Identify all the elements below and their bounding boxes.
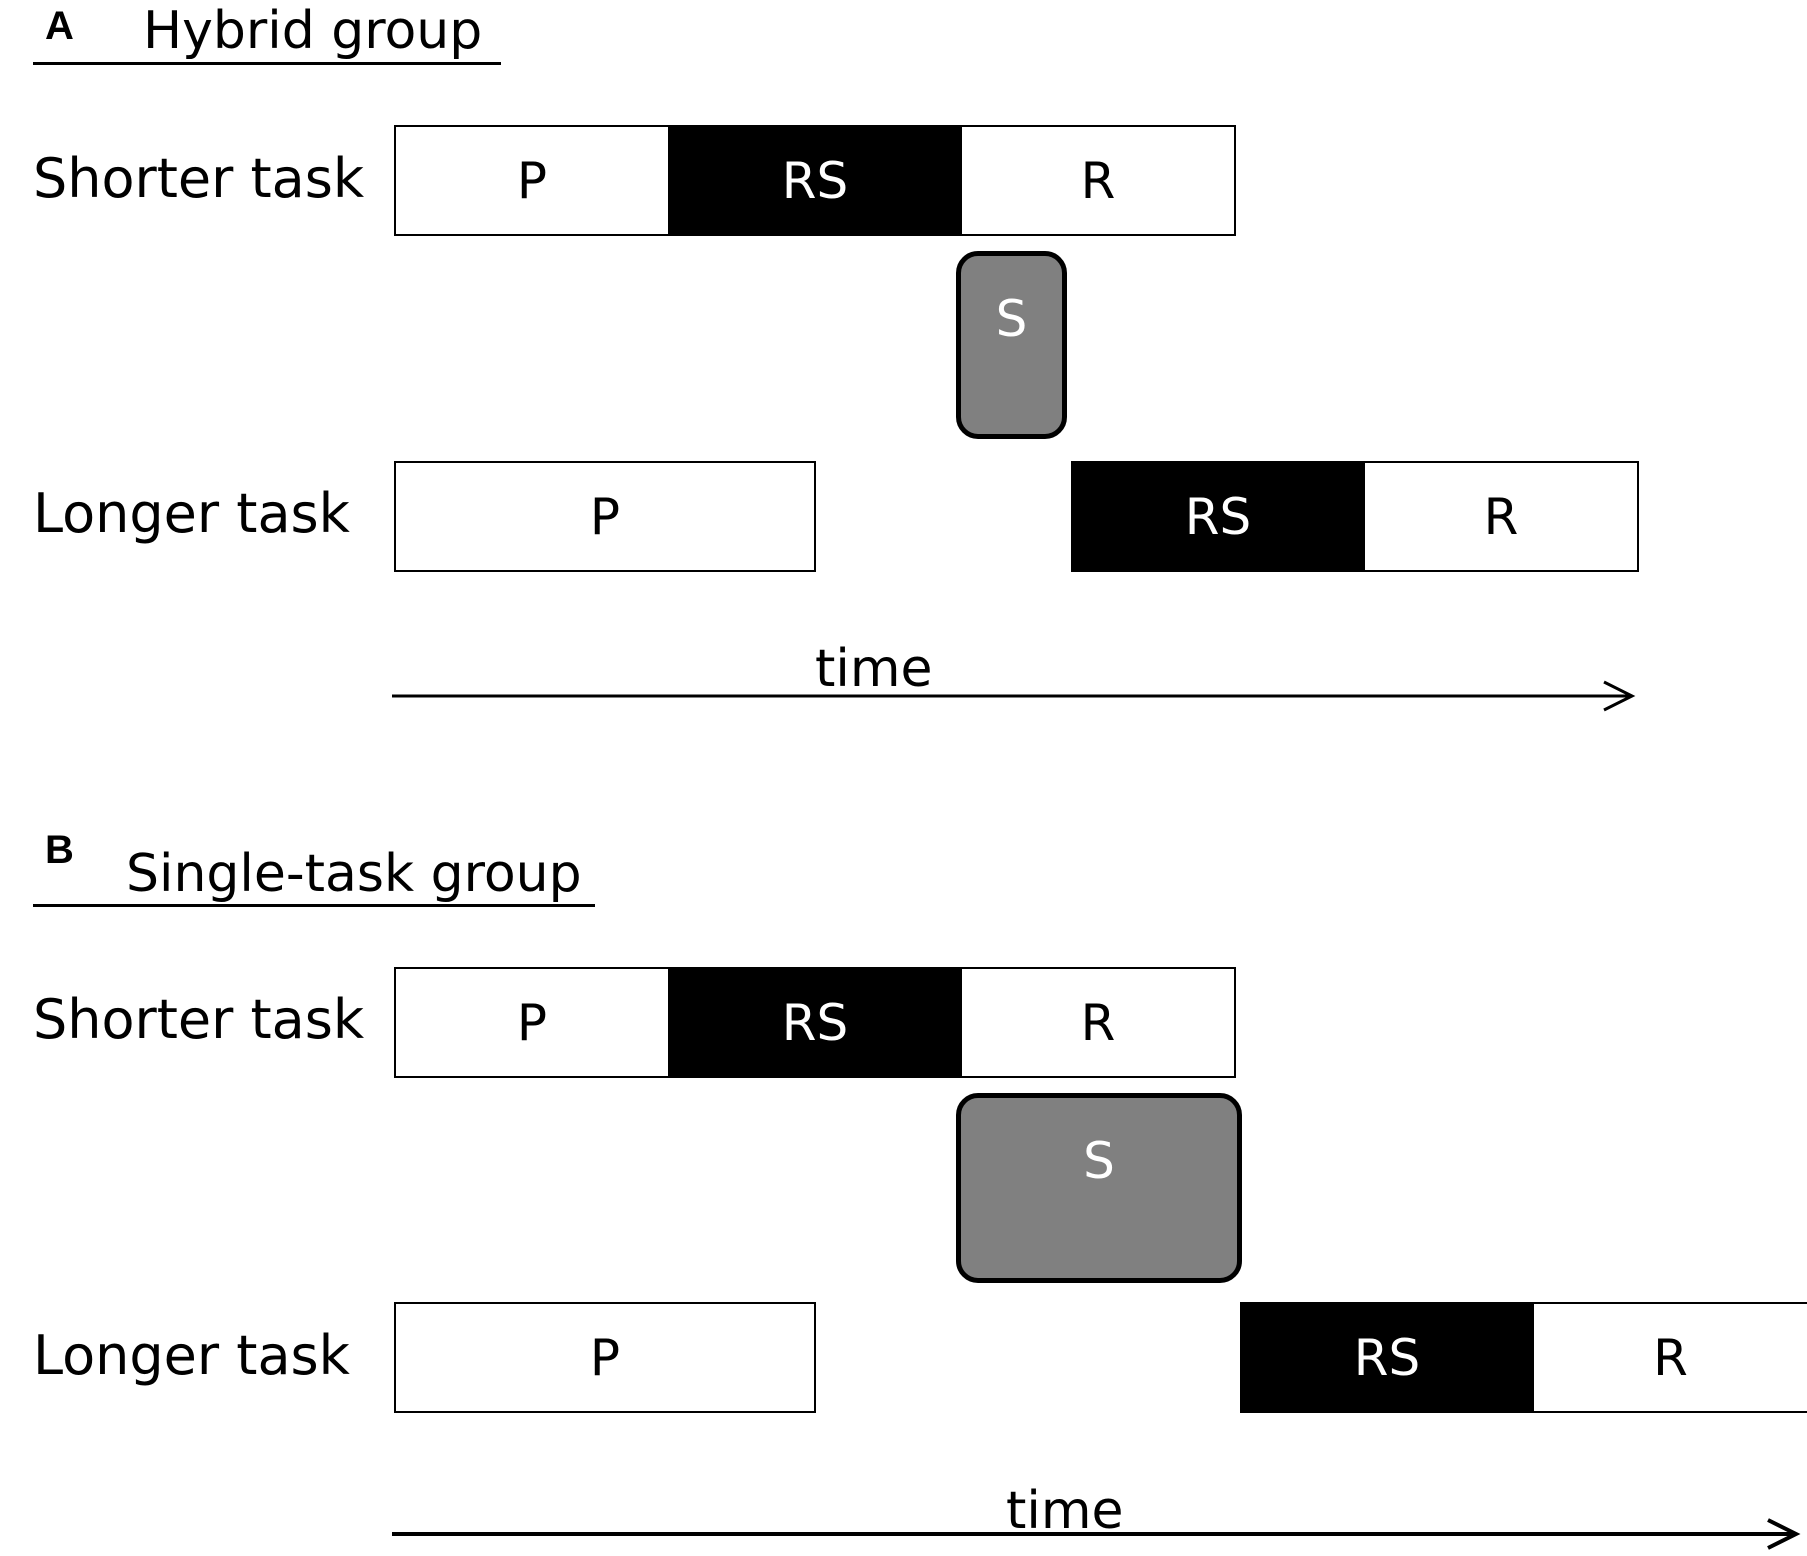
panel-b-time-label: time — [1006, 1481, 1124, 1541]
panel-a-switch-label: S — [995, 290, 1028, 348]
panel-b-time-arrow — [392, 1518, 1801, 1550]
panel-b-shorter-r-segment: R — [960, 967, 1236, 1078]
panel-a-longer-rs-segment: RS — [1071, 461, 1365, 572]
panel-b-longer-rs-segment: RS — [1240, 1302, 1534, 1413]
panel-b-longer-p-segment: P — [394, 1302, 816, 1413]
panel-b-shorter-p-segment: P — [394, 967, 670, 1078]
panel-a-longer-task-label: Longer task — [33, 482, 350, 545]
panel-b-letter: B — [45, 828, 74, 872]
panel-a-shorter-rs-segment: RS — [668, 125, 962, 236]
panel-a-letter: A — [45, 4, 74, 48]
panel-a-longer-r-segment: R — [1363, 461, 1639, 572]
panel-b-longer-task-label: Longer task — [33, 1324, 350, 1387]
panel-a-time-arrow — [392, 680, 1636, 712]
panel-a-time-label: time — [815, 639, 933, 699]
panel-b-shorter-task-label: Shorter task — [33, 988, 365, 1051]
panel-a-switch-box: S — [956, 251, 1067, 439]
panel-b-longer-r-segment: R — [1532, 1302, 1807, 1413]
panel-b-switch-box: S — [956, 1093, 1242, 1283]
panel-a-shorter-r-segment: R — [960, 125, 1236, 236]
panel-a-shorter-task-label: Shorter task — [33, 147, 365, 210]
panel-b-switch-label: S — [1083, 1132, 1115, 1190]
panel-b-title-underline — [33, 904, 595, 907]
panel-a-title-underline — [33, 62, 501, 65]
panel-a-longer-p-segment: P — [394, 461, 816, 572]
panel-b-shorter-rs-segment: RS — [668, 967, 962, 1078]
panel-a-title: Hybrid group — [143, 1, 483, 61]
panel-a-shorter-p-segment: P — [394, 125, 670, 236]
panel-b-title: Single-task group — [126, 844, 582, 904]
